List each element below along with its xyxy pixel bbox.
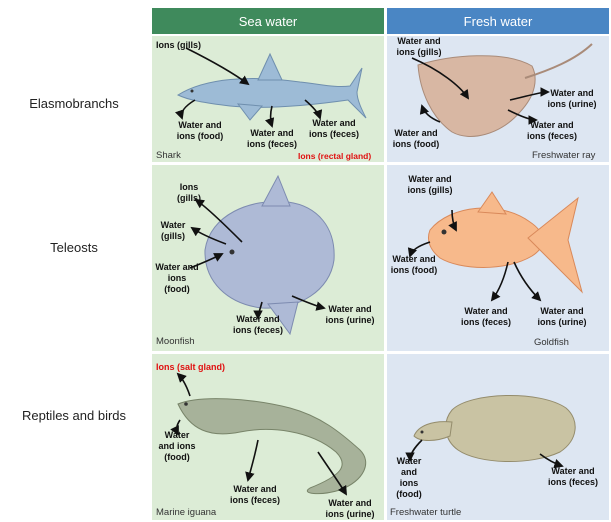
shark-label-ions-gills: Ions (gills) [156, 40, 201, 51]
moonfish-label-ions-gills: Ions (gills) [174, 182, 204, 204]
ray-label-feces: Water and ions (feces) [520, 120, 584, 142]
freshwater-turtle-illustration [414, 395, 575, 461]
ray-label-gills: Water and ions (gills) [390, 36, 448, 58]
moonfish-illustration [205, 176, 334, 334]
goldfish-label-urine: Water and ions (urine) [530, 306, 594, 328]
turtle-name: Freshwater turtle [390, 507, 461, 518]
shark-label-feces-1: Water and ions (feces) [244, 128, 300, 150]
ray-label-food: Water and ions (food) [390, 128, 442, 150]
goldfish-label-food: Water and ions (food) [388, 254, 440, 276]
iguana-label-food: Water and ions (food) [156, 430, 198, 463]
ray-name: Freshwater ray [532, 150, 595, 161]
ray-label-urine: Water and ions (urine) [540, 88, 604, 110]
goldfish-name: Goldfish [534, 337, 569, 348]
shark-illustration [178, 54, 366, 120]
goldfish-label-feces: Water and ions (feces) [454, 306, 518, 328]
moonfish-label-feces: Water and ions (feces) [230, 314, 286, 336]
marine-iguana-illustration [178, 399, 366, 494]
shark-name: Shark [156, 150, 181, 161]
iguana-label-urine: Water and ions (urine) [318, 498, 382, 520]
turtle-label-food: Water and ions (food) [394, 456, 424, 500]
moonfish-label-water-gills: Water (gills) [156, 220, 190, 242]
goldfish-illustration [428, 192, 582, 292]
shark-label-rectal-gland: Ions (rectal gland) [298, 151, 371, 162]
moonfish-name: Moonfish [156, 336, 195, 347]
turtle-label-feces: Water and ions (feces) [546, 466, 600, 488]
goldfish-label-gills: Water and ions (gills) [398, 174, 462, 196]
iguana-name: Marine iguana [156, 507, 216, 518]
shark-label-food: Water and ions (food) [170, 120, 230, 142]
shark-label-feces-2: Water and ions (feces) [306, 118, 362, 140]
moonfish-label-food: Water and ions (food) [154, 262, 200, 295]
iguana-label-salt-gland: Ions (salt gland) [156, 362, 225, 373]
iguana-label-feces: Water and ions (feces) [226, 484, 284, 506]
moonfish-label-urine: Water and ions (urine) [322, 304, 378, 326]
